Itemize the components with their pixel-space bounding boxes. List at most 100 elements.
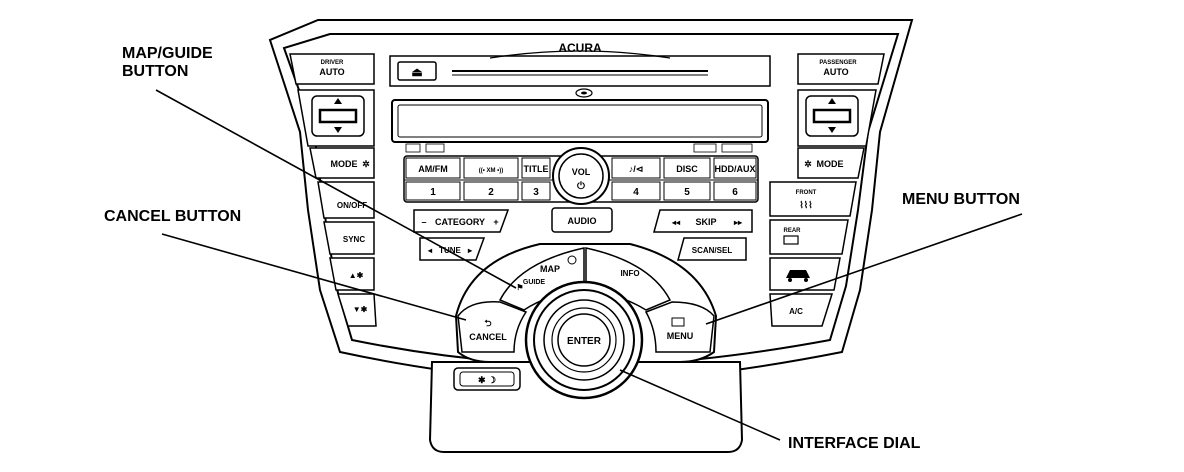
audio-key-6[interactable]: HDD/AUX (713, 157, 757, 179)
fan-down-label: ▼✱ (353, 305, 368, 314)
temp-down-icon (334, 127, 342, 133)
enter-button[interactable]: ENTER (557, 313, 611, 367)
guide-label: GUIDE (523, 279, 546, 286)
mode-airflow-icon: ✲ (362, 159, 370, 169)
mode-left-label: MODE (331, 159, 358, 169)
ac-button[interactable]: A/C (769, 293, 834, 327)
menu-leader (705, 213, 1023, 325)
interface-dial-leader (619, 369, 781, 441)
preset-key-label: 3 (533, 187, 539, 198)
preset-key-2[interactable]: 2 (463, 181, 519, 201)
cd-slot-area: ACURA (389, 41, 771, 87)
eject-button[interactable]: ⏏ (397, 61, 437, 81)
map-guide-leader (155, 89, 517, 289)
rear-defrost-icon (783, 235, 799, 245)
day-night-icon: ✱ ☽ (478, 375, 496, 385)
fan-up-button[interactable]: ▲✱ (329, 257, 375, 291)
passenger-label: PASSENGER (819, 60, 857, 66)
audio-key-2[interactable]: ((• XM •)) (463, 157, 519, 179)
mode-right-button[interactable]: ✲ MODE (797, 147, 865, 179)
preset-key-3[interactable]: 3 (521, 181, 551, 201)
map-label: MAP (540, 264, 560, 274)
preset-key-label: 2 (488, 187, 494, 198)
eject-icon: ⏏ (411, 65, 423, 79)
preset-key-6[interactable]: 6 (713, 181, 757, 201)
map-guide-button[interactable]: MAP GUIDE ⚑ (498, 247, 585, 311)
rear-label: REAR (783, 228, 801, 234)
audio-key-5[interactable]: DISC (663, 157, 711, 179)
preset-key-1[interactable]: 1 (405, 181, 461, 201)
mode-airflow-icon: ✲ (804, 159, 812, 169)
audio-key-label: TITLE (524, 164, 549, 174)
tune-right-icon: ▸ (467, 246, 473, 255)
recirculation-button[interactable] (769, 257, 841, 291)
guide-flag-icon: ⚑ (516, 283, 523, 292)
cancel-button[interactable]: ⮌ CANCEL (457, 301, 528, 353)
callout-map-guide-line1: MAP/GUIDE (122, 45, 213, 62)
skip-rocker[interactable]: ◂◂ SKIP ▸▸ (653, 209, 753, 233)
audio-key-3[interactable]: TITLE (521, 157, 551, 179)
tune-label: TUNE (439, 246, 461, 255)
brand-logo: ACURA (558, 41, 602, 55)
preset-key-label: 5 (684, 187, 690, 198)
mode-right-label: MODE (817, 159, 844, 169)
callout-cancel-button: CANCEL BUTTON (104, 208, 241, 225)
skip-forward-icon: ▸▸ (733, 218, 743, 227)
scan-sel-button[interactable]: SCAN/SEL (677, 237, 747, 261)
audio-key-label: ♪/⊲ (629, 164, 644, 174)
callout-map-guide-line2: BUTTON (122, 63, 188, 80)
temp-up-icon (828, 98, 836, 104)
disc-logo (575, 88, 593, 98)
passenger-auto-button[interactable]: PASSENGER AUTO (797, 53, 885, 85)
scan-sel-label: SCAN/SEL (692, 246, 733, 255)
passenger-temp-rocker[interactable] (797, 89, 877, 147)
mode-left-button[interactable]: MODE ✲ (309, 147, 375, 179)
enter-label: ENTER (567, 336, 602, 347)
preset-key-4[interactable]: 4 (611, 181, 661, 201)
volume-knob[interactable]: VOL ⏻ (552, 147, 610, 205)
passenger-auto-label: AUTO (823, 67, 848, 77)
cancel-label: CANCEL (469, 332, 507, 342)
rear-defrost-button[interactable]: REAR (769, 219, 849, 255)
temp-down-icon (828, 127, 836, 133)
cancel-back-icon: ⮌ (484, 318, 491, 328)
audio-key-label: ((• XM •)) (479, 168, 504, 174)
day-night-button[interactable]: ✱ ☽ (453, 367, 521, 391)
ac-label: A/C (789, 307, 803, 316)
audio-key-1[interactable]: AM/FM (405, 157, 461, 179)
format-logos (405, 143, 753, 153)
audio-button[interactable]: AUDIO (551, 207, 613, 233)
fan-down-button[interactable]: ▼✱ (336, 293, 377, 327)
menu-button[interactable]: MENU (644, 301, 715, 353)
sync-button[interactable]: SYNC (323, 221, 375, 255)
front-defrost-button[interactable]: FRONT ⌇⌇⌇ (769, 181, 857, 217)
temp-up-icon (334, 98, 342, 104)
front-defrost-icon: ⌇⌇⌇ (799, 200, 812, 210)
car-recirculation-icon (786, 270, 810, 282)
driver-temp-rocker[interactable] (297, 89, 375, 147)
front-label: FRONT (796, 190, 817, 196)
display-screen (391, 99, 769, 143)
map-compass-icon (567, 255, 577, 265)
menu-label: MENU (667, 331, 694, 341)
skip-back-icon: ◂◂ (671, 218, 681, 227)
preset-key-label: 4 (633, 187, 639, 198)
preset-key-5[interactable]: 5 (663, 181, 711, 201)
driver-label: DRIVER (321, 60, 344, 66)
category-label: CATEGORY (435, 217, 485, 227)
info-label: INFO (620, 269, 639, 278)
category-plus-icon: + (493, 217, 498, 227)
menu-list-icon (671, 317, 685, 327)
fan-on-off-button[interactable]: ON/OFF (317, 181, 375, 219)
audio-key-label: AM/FM (418, 164, 448, 174)
preset-key-label: 6 (732, 187, 738, 198)
driver-auto-button[interactable]: DRIVER AUTO (289, 53, 375, 85)
audio-key-4[interactable]: ♪/⊲ (611, 157, 661, 179)
sync-label: SYNC (343, 235, 365, 244)
category-minus-icon: – (421, 217, 426, 227)
category-rocker[interactable]: – CATEGORY + (413, 209, 510, 233)
cancel-leader (161, 233, 467, 321)
